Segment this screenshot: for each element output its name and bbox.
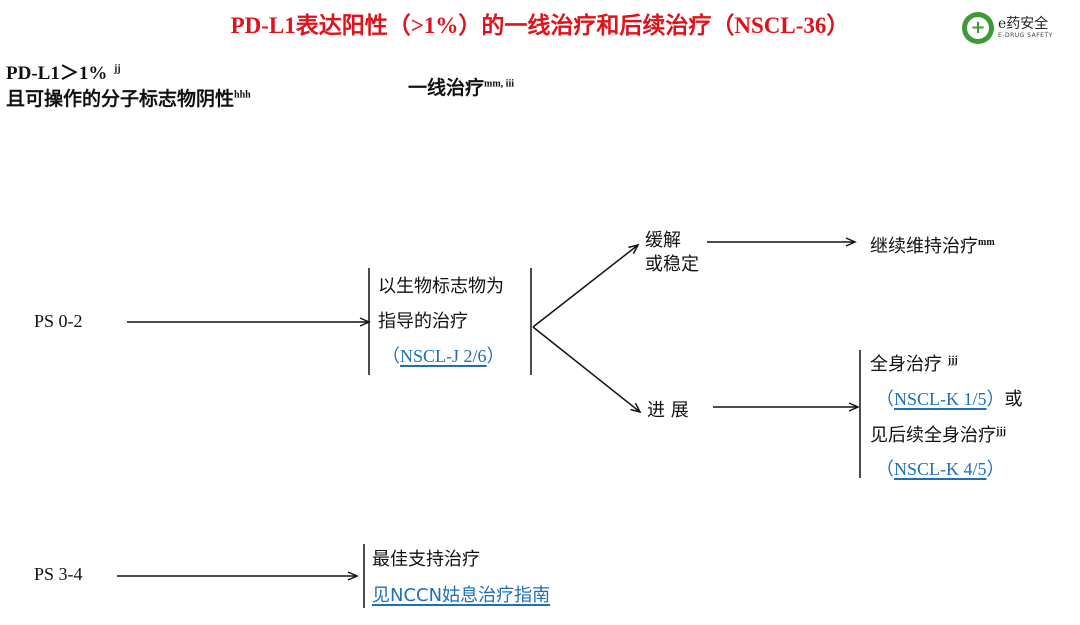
footnote-jj: jj	[113, 63, 121, 75]
response-line1: 缓解	[645, 230, 681, 251]
systemic-line3: 见后续全身治疗jjj	[870, 425, 1006, 446]
first-line-heading: 一线治疗mm, iii	[408, 77, 515, 99]
biomarker-ref: （NSCL-J 2/6）	[382, 346, 505, 366]
systemic-line1: 全身治疗 jjj	[870, 354, 958, 375]
footnote-mm-iii: mm, iii	[484, 78, 515, 90]
footnote-jjj: jjj	[947, 355, 958, 366]
logo-text-cn: e药安全	[998, 16, 1049, 32]
ps02-label: PS 0-2	[34, 311, 83, 331]
condition-biomarker-negative: 且可操作的分子标志物阴性hhh	[6, 88, 251, 110]
or-text: 或	[1004, 389, 1023, 410]
progression-label: 进 展	[647, 400, 689, 421]
systemic-ref1: （NSCL-K 1/5）或	[876, 389, 1023, 410]
biomarker-line1: 以生物标志物为	[378, 276, 504, 297]
footnote-jjj-2: jjj	[996, 426, 1006, 437]
nscl-k-1-5-link[interactable]: NSCL-K 1/5	[894, 389, 987, 409]
progression-arrow	[532, 326, 642, 414]
page-title: PD-L1表达阳性（>1%）的一线治疗和后续治疗（NSCL-36）	[230, 13, 850, 38]
logo-text-en: E-DRUG SAFETY	[998, 32, 1053, 39]
nscl-j-link[interactable]: NSCL-J 2/6	[400, 346, 487, 366]
palliative-guideline-link[interactable]: 见NCCN姑息治疗指南	[372, 585, 551, 606]
nscl-k-4-5-link[interactable]: NSCL-K 4/5	[894, 459, 987, 479]
maintenance-label: 继续维持治疗mm	[870, 236, 995, 257]
response-arrow	[532, 243, 640, 328]
ps34-label: PS 3-4	[34, 564, 83, 584]
biomarker-line2: 指导的治疗	[378, 311, 468, 332]
medical-plus-icon: +	[962, 12, 994, 44]
footnote-hhh: hhh	[234, 89, 251, 101]
footnote-mm: mm	[978, 237, 995, 248]
condition-pdl1: PD-L1＞1% jj	[6, 63, 121, 84]
supportive-line1: 最佳支持治疗	[372, 549, 480, 570]
e-drug-safety-logo: + e药安全 E-DRUG SAFETY	[962, 12, 1053, 44]
systemic-ref2: （NSCL-K 4/5）	[876, 459, 1005, 479]
response-line2: 或稳定	[645, 254, 699, 275]
